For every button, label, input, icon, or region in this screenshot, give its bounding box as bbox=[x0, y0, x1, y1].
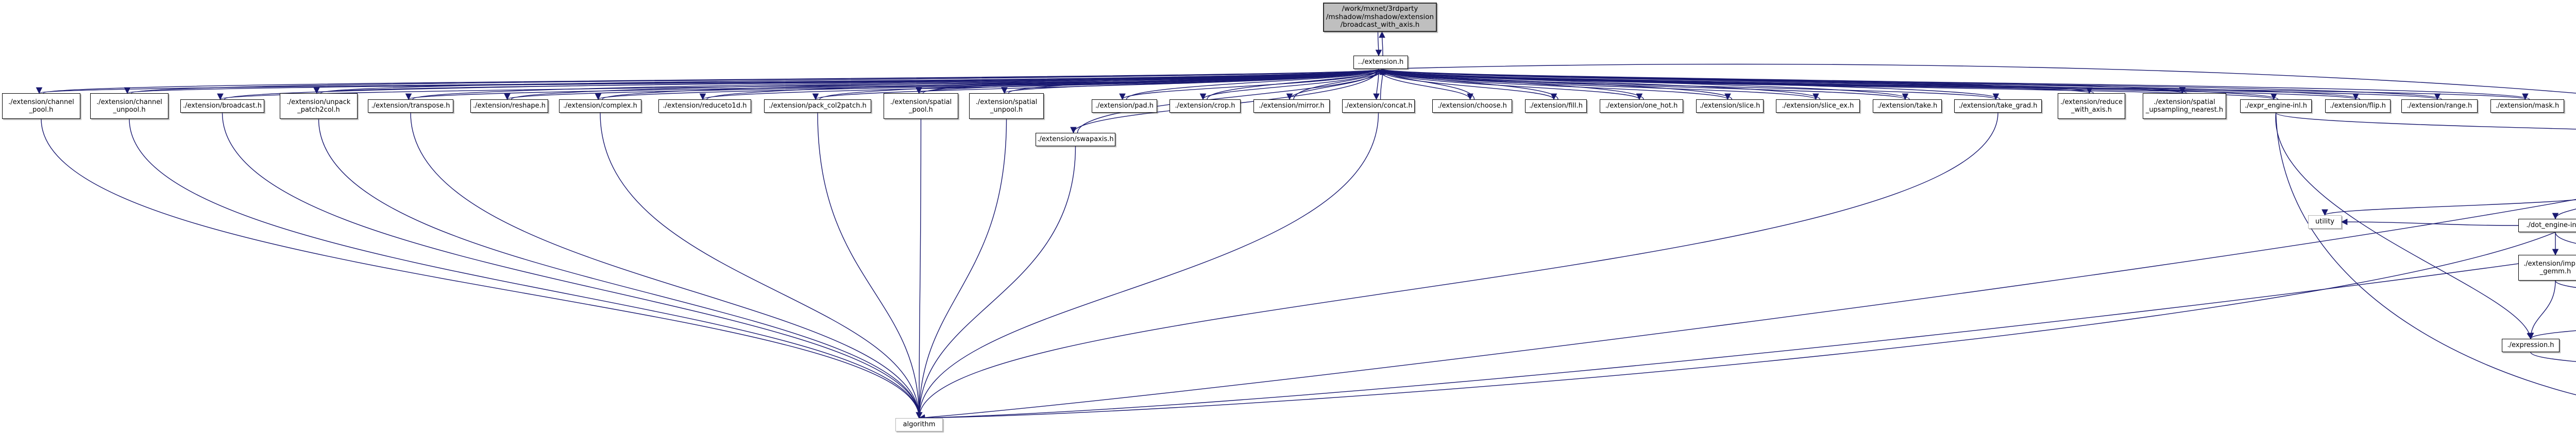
include-edge bbox=[1001, 68, 1379, 94]
graph-node-spatial_upsampling[interactable]: ./extension/spatial _upsampling_nearest.… bbox=[2143, 93, 2226, 119]
graph-node-broadcast[interactable]: ./extension/broadcast.h bbox=[180, 99, 264, 113]
graph-node-spatial_pool[interactable]: ./extension/spatial _pool.h bbox=[884, 93, 958, 119]
include-edge bbox=[1373, 68, 1380, 100]
include-edge bbox=[2275, 112, 2576, 395]
graph-node-pack_col2patch[interactable]: ./extension/pack_col2patch.h bbox=[764, 99, 871, 113]
graph-node-dot_engine[interactable]: ./dot_engine-inl.h bbox=[2518, 219, 2576, 232]
include-edge bbox=[129, 118, 923, 419]
graph-node-take[interactable]: ./extension/take.h bbox=[1873, 99, 1942, 113]
include-edge bbox=[916, 146, 1076, 419]
graph-node-reshape[interactable]: ./extension/reshape.h bbox=[470, 99, 548, 113]
include-edge bbox=[918, 255, 2576, 421]
include-edge bbox=[2275, 112, 2533, 340]
graph-node-unpack_patch2col[interactable]: ./extension/unpack _patch2col.h bbox=[280, 93, 358, 119]
include-edge bbox=[224, 68, 1386, 100]
graph-node-range[interactable]: ./extension/range.h bbox=[2401, 99, 2478, 113]
graph-node-channel_pool[interactable]: ./extension/channel _pool.h bbox=[2, 93, 80, 119]
include-edge bbox=[1378, 68, 1819, 100]
include-edge bbox=[2552, 209, 2576, 220]
include-edge bbox=[1077, 68, 1386, 133]
graph-node-flip[interactable]: ./extension/flip.h bbox=[2325, 99, 2391, 113]
graph-node-extension[interactable]: ../extension.h bbox=[1353, 56, 1408, 69]
include-edge bbox=[1126, 68, 1386, 100]
include-edge bbox=[916, 118, 923, 419]
include-edge bbox=[1380, 68, 2530, 100]
include-edge bbox=[918, 232, 2556, 422]
graph-node-fill[interactable]: ./extension/fill.h bbox=[1525, 99, 1587, 113]
graph-node-transpose[interactable]: ./extension/transpose.h bbox=[368, 99, 453, 113]
graph-node-slice[interactable]: ./extension/slice.h bbox=[1696, 99, 1764, 113]
graph-node-expression[interactable]: ./expression.h bbox=[2502, 339, 2560, 352]
include-edge bbox=[222, 112, 923, 419]
include-edge bbox=[1008, 68, 1386, 94]
include-edge bbox=[922, 68, 1386, 94]
include-edge bbox=[916, 118, 1007, 419]
graph-node-reduce_with_axis[interactable]: ./extension/reduce _with_axis.h bbox=[2058, 93, 2125, 119]
graph-node-expr_engine[interactable]: ./expr_engine-inl.h bbox=[2240, 99, 2312, 113]
include-edge bbox=[410, 112, 923, 419]
include-edge bbox=[1207, 68, 1386, 100]
graph-node-utility[interactable]: utility bbox=[2308, 215, 2342, 229]
include-edge bbox=[2527, 330, 2576, 340]
graph-node-mirror[interactable]: ./extension/mirror.h bbox=[1253, 99, 1330, 113]
graph-node-spatial_unpool[interactable]: ./extension/spatial _unpool.h bbox=[969, 93, 1044, 119]
graph-node-mask[interactable]: ./extension/mask.h bbox=[2490, 99, 2564, 113]
include-edge bbox=[2555, 232, 2576, 244]
include-edge bbox=[918, 199, 2576, 421]
include-edge bbox=[1378, 68, 1908, 100]
include-edge bbox=[2321, 199, 2576, 216]
graph-node-main: /work/mxnet/3rdparty /mshadow/mshadow/ex… bbox=[1323, 3, 1437, 32]
include-edge bbox=[1378, 68, 1731, 100]
include-edge bbox=[320, 68, 1386, 94]
include-edge bbox=[2555, 280, 2576, 288]
include-edge bbox=[2530, 352, 2576, 362]
include-edge bbox=[1378, 68, 1999, 100]
graph-node-swapaxis[interactable]: ./extension/swapaxis.h bbox=[1036, 133, 1115, 146]
include-edge bbox=[1375, 31, 1382, 57]
graph-node-channel_unpool[interactable]: ./extension/channel _unpool.h bbox=[90, 93, 168, 119]
include-edge bbox=[916, 112, 1379, 419]
include-edge bbox=[916, 112, 1998, 419]
include-edge bbox=[41, 118, 923, 419]
include-edge bbox=[1378, 68, 1557, 100]
graph-node-slice_ex[interactable]: ./extension/slice_ex.h bbox=[1776, 99, 1860, 113]
include-edge bbox=[916, 68, 1379, 94]
graph-node-crop[interactable]: ./extension/crop.h bbox=[1170, 99, 1241, 113]
include-edge bbox=[2341, 218, 2519, 226]
graph-node-choose[interactable]: ./extension/choose.h bbox=[1432, 99, 1512, 113]
include-edge bbox=[1379, 31, 1385, 56]
include-edge bbox=[1378, 68, 2528, 100]
include-edge bbox=[2275, 112, 2576, 130]
include-edge bbox=[2527, 280, 2556, 340]
graph-node-pad[interactable]: ./extension/pad.h bbox=[1092, 99, 1157, 113]
graph-node-one_hot[interactable]: ./extension/one_hot.h bbox=[1600, 99, 1683, 113]
include-edge bbox=[504, 68, 1379, 100]
include-edge bbox=[1378, 68, 1643, 100]
graph-node-algorithm[interactable]: algorithm bbox=[895, 418, 943, 431]
include-edge bbox=[817, 112, 923, 419]
include-edge bbox=[318, 118, 923, 419]
graph-node-complex[interactable]: ./extension/complex.h bbox=[559, 99, 641, 113]
graph-node-reduceto1d[interactable]: ./extension/reduceto1d.h bbox=[658, 99, 751, 113]
graph-node-implicit_gemm[interactable]: ./extension/implicit _gemm.h bbox=[2518, 255, 2576, 281]
graph-node-concat[interactable]: ./extension/concat.h bbox=[1342, 99, 1415, 113]
graph-node-take_grad[interactable]: ./extension/take_grad.h bbox=[1954, 99, 2042, 113]
include-edge bbox=[600, 112, 923, 419]
include-edge bbox=[1380, 63, 2576, 94]
